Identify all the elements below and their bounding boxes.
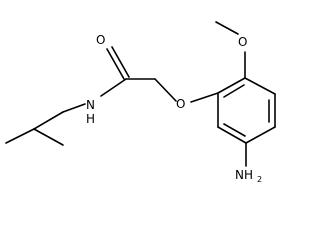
amine-label: NH: [235, 168, 253, 182]
ether-oxygen-label: O: [176, 97, 185, 111]
ring-inner-double-3: [223, 123, 246, 137]
bond-ch2-to-nitrogen: [62, 103, 86, 113]
bond-ether-oxygen-to-ring: [190, 92, 219, 103]
bond-ch2-to-ether-oxygen: [154, 78, 177, 102]
ring-bond-5: [217, 126, 247, 144]
amide-hydrogen-label: H: [86, 112, 95, 126]
bond-ch-to-methyl-down: [33, 128, 64, 146]
carbonyl-oxygen-label: O: [96, 33, 105, 47]
bond-carbonyl-double-2: [111, 46, 130, 78]
ring-bond-1: [217, 77, 246, 94]
bond-nitrogen-to-carbonyl-carbon: [100, 78, 127, 97]
amide-nitrogen-label: N: [86, 98, 95, 112]
ring-inner-double-1: [223, 84, 245, 98]
bond-methoxy-oxygen-to-methyl: [215, 21, 239, 35]
ring-bond-2: [244, 77, 276, 95]
chemical-structure: O N H O O NH 2: [5, 21, 276, 184]
amine-subscript: 2: [257, 175, 262, 184]
bond-ch-to-ch2: [33, 111, 64, 130]
bond-carbonyl-double-1: [106, 48, 125, 80]
methoxy-oxygen-label: O: [238, 35, 247, 49]
ring-bond-4: [245, 126, 276, 144]
bond-methyl-left-to-ch: [5, 128, 35, 144]
